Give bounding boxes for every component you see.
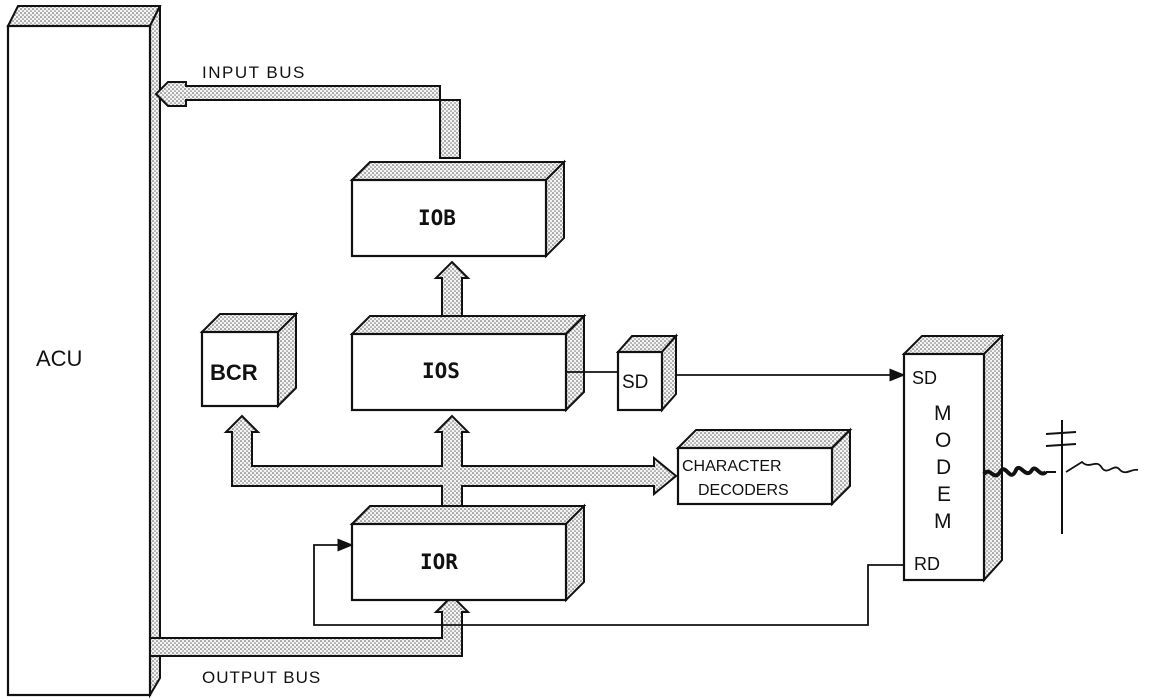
acu-block: ACU	[6, 5, 162, 699]
sd-label: SD	[622, 372, 648, 393]
modem-sd-port: SD	[912, 368, 937, 388]
modem-letter-m2: M	[934, 510, 952, 533]
modem-letter-d: D	[936, 456, 951, 479]
output-bus-label: OUTPUT BUS	[202, 668, 321, 687]
character-decoders-block: CHARACTER DECODERS	[675, 427, 853, 507]
sd-block: SD	[615, 333, 679, 413]
distribution-bus	[223, 414, 678, 513]
input-bus-label: INPUT BUS	[202, 63, 306, 82]
modem-rd-port: RD	[914, 554, 940, 574]
ios-to-iob-bus	[433, 260, 471, 321]
character-decoders-line2: DECODERS	[698, 482, 789, 499]
modem-letter-e: E	[937, 483, 951, 506]
modem-letter-o: O	[935, 429, 951, 452]
iob-label: IOB	[418, 206, 456, 230]
iob-block: IOB	[349, 159, 567, 259]
ios-label: IOS	[422, 359, 460, 383]
acu-label: ACU	[36, 346, 82, 371]
input-bus: INPUT BUS	[154, 63, 461, 159]
rd-feedback-wire	[313, 538, 904, 626]
ior-block: IOR	[349, 503, 587, 603]
bcr-block: BCR	[199, 311, 299, 409]
modem-block: SD M O D E M RD	[901, 333, 1005, 583]
ios-block: IOS	[349, 313, 587, 413]
output-bus: OUTPUT BUS	[149, 594, 471, 687]
character-decoders-line1: CHARACTER	[682, 458, 782, 475]
bcr-label: BCR	[210, 360, 258, 385]
ior-label: IOR	[420, 550, 458, 574]
telephone-line-icon	[982, 420, 1139, 534]
modem-letter-m: M	[934, 402, 952, 425]
